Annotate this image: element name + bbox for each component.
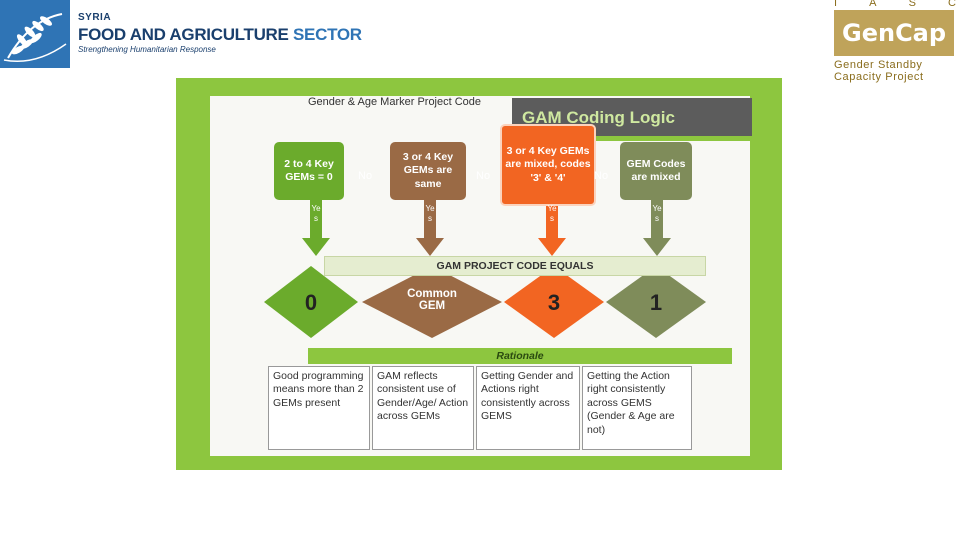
gencap-tagline-2: Capacity Project	[834, 71, 924, 83]
yes-label: Yes	[547, 204, 557, 224]
yes-arrow-1	[302, 198, 330, 256]
code-diamond-common	[362, 266, 502, 338]
decision-box-1: 2 to 4 Key GEMs = 0	[274, 142, 344, 200]
decision-text: 3 or 4 Key GEMs are same	[402, 151, 454, 190]
gencap-tagline-1: Gender Standby	[834, 59, 923, 71]
slide-header: Gender & Age Marker Project Code	[308, 96, 482, 108]
logo-subtitle: Strengthening Humanitarian Response	[78, 45, 216, 54]
yes-arrow-4	[643, 198, 671, 256]
code-diamonds	[264, 266, 706, 338]
logo-title-accent: SECTOR	[293, 25, 362, 44]
logo-title-main: FOOD AND AGRICULTURE	[78, 25, 289, 44]
code-label-1: 1	[649, 290, 663, 315]
rationale-card-2: GAM reflects consistent use of Gender/Ag…	[372, 366, 474, 450]
yes-label: Yes	[311, 204, 321, 224]
yes-arrow-3	[538, 198, 566, 256]
gencap-logo-box	[834, 10, 954, 56]
decision-box-2: 3 or 4 Key GEMs are same	[390, 142, 466, 200]
code-diamond-3	[504, 266, 604, 338]
yes-arrow-2	[416, 198, 444, 256]
iasc-letter: I	[834, 0, 840, 9]
no-label: No	[476, 170, 491, 182]
code-equals-bar: GAM PROJECT CODE EQUALS	[324, 256, 706, 276]
code-label-3: 3	[547, 290, 561, 315]
code-label-0: 0	[304, 290, 318, 315]
yes-label: Yes	[652, 204, 662, 224]
decision-box-4: GEM Codes are mixed	[620, 142, 692, 200]
rationale-card-4: Getting the Action right consistently ac…	[582, 366, 692, 450]
iasc-letter: A	[869, 0, 879, 9]
decision-text: 3 or 4 Key GEMs are mixed, codes '3' & '…	[505, 145, 591, 184]
iasc-letters: I A S C	[834, 0, 958, 9]
slide-title: GAM Coding Logic	[522, 108, 675, 127]
rationale-heading: Rationale	[308, 348, 732, 364]
code-diamond-1	[606, 266, 706, 338]
code-label-common: Common GEM	[407, 288, 457, 312]
decision-text: GEM Codes are mixed	[626, 157, 686, 183]
logo-title: FOOD AND AGRICULTURE SECTOR	[78, 25, 362, 45]
wheat-logo-icon	[0, 0, 70, 68]
rationale-card-1: Good programming means more than 2 GEMs …	[268, 366, 370, 450]
no-label: No	[594, 170, 609, 182]
logo-region: SYRIA	[78, 12, 112, 23]
no-label: No	[358, 170, 373, 182]
gam-slide-image: Gender & Age Marker Project Code GAM Cod…	[176, 78, 782, 470]
decision-box-3: 3 or 4 Key GEMs are mixed, codes '3' & '…	[500, 124, 596, 206]
yes-label: Yes	[425, 204, 435, 224]
rationale-card-3: Getting Gender and Actions right consist…	[476, 366, 580, 450]
iasc-letter: C	[948, 0, 958, 9]
iasc-letter: S	[908, 0, 918, 9]
gencap-logo-text: GenCap	[842, 19, 947, 47]
code-diamond-0	[264, 266, 358, 338]
yes-arrows	[302, 198, 671, 256]
decision-text: 2 to 4 Key GEMs = 0	[284, 157, 334, 183]
slide-panel: Gender & Age Marker Project Code GAM Cod…	[210, 96, 752, 456]
